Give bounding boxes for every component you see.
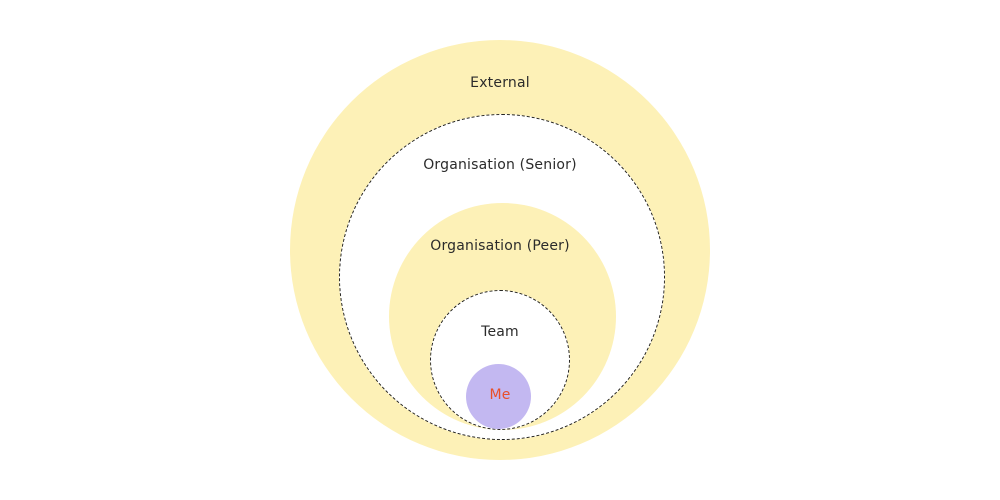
- organisation-peer-label: Organisation (Peer): [430, 238, 570, 254]
- me-label: Me: [489, 387, 511, 403]
- external-label: External: [470, 75, 530, 91]
- me-circle: [466, 364, 531, 429]
- organisation-senior-label: Organisation (Senior): [423, 157, 577, 173]
- team-label: Team: [481, 324, 519, 340]
